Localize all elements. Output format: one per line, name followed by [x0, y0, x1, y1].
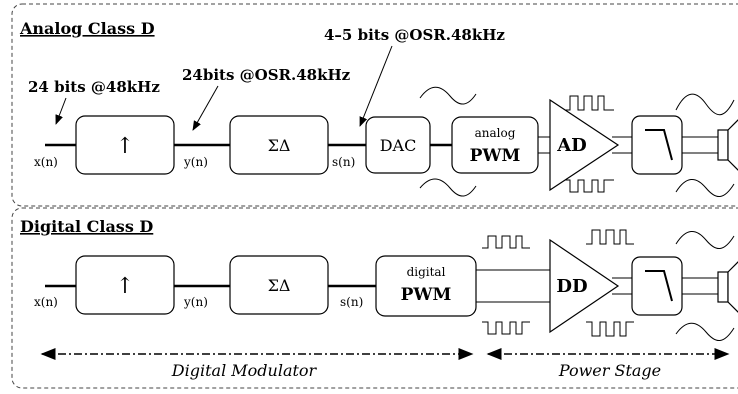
- digital-lowpass-filter: [631, 256, 683, 316]
- sine-wave-icon: [419, 86, 477, 105]
- analog-signal-y: y(n): [183, 155, 208, 169]
- note-out-pointer: [359, 45, 393, 127]
- lowpass-filter-icon: [645, 270, 673, 302]
- note-input-pointer: [55, 97, 67, 125]
- digital-signal-s: s(n): [340, 295, 363, 309]
- digital-signal-y: y(n): [183, 295, 208, 309]
- analog-sigma-delta-block: [229, 115, 329, 175]
- digital-sigma-delta-block: [229, 255, 329, 315]
- analog-section-title: Analog Class D: [19, 19, 155, 38]
- analog-pwm-label-bottom: PWM: [470, 146, 521, 166]
- ad-amplifier-label: AD: [556, 135, 587, 156]
- dac-label: DAC: [380, 136, 417, 155]
- pwm-wave-icon: [560, 95, 614, 111]
- digital-pwm-label-bottom: PWM: [401, 285, 452, 305]
- note-mid-pointer: [192, 85, 219, 131]
- digital-modulator-label: Digital Modulator: [171, 361, 318, 380]
- analog-pwm-block: [451, 116, 539, 174]
- sine-wave-icon: [675, 93, 735, 116]
- note-out-bits: 4–5 bits @OSR.48kHz: [324, 26, 505, 44]
- pwm-wave-icon: [482, 235, 530, 249]
- note-mid-bits: 24bits @OSR.48kHz: [182, 66, 351, 84]
- analog-pwm-label-top: analog: [475, 126, 516, 140]
- pwm-wave-icon: [482, 321, 530, 335]
- analog-upsampler-block: [75, 115, 175, 175]
- sine-wave-icon: [675, 179, 735, 197]
- upsampler-icon: ↑: [116, 134, 134, 159]
- note-input-bits: 24 bits @48kHz: [28, 78, 160, 96]
- analog-section-frame: [11, 3, 738, 207]
- digital-section-frame: [11, 207, 738, 389]
- pwm-wave-icon: [560, 179, 614, 193]
- analog-lowpass-filter: [631, 115, 683, 175]
- digital-pwm-block: [375, 255, 477, 317]
- dd-amplifier-label: DD: [556, 276, 587, 297]
- analog-signal-s: s(n): [332, 155, 355, 169]
- analog-speaker-icon: [717, 119, 738, 171]
- digital-section-title: Digital Class D: [20, 217, 153, 236]
- dac-block: [365, 116, 431, 174]
- ad-amplifier-block: [549, 98, 620, 192]
- dd-amplifier-block: [549, 238, 620, 334]
- analog-signal-x: x(n): [34, 155, 58, 169]
- pwm-wave-icon: [586, 321, 634, 337]
- digital-pwm-label-top: digital: [407, 265, 446, 279]
- digital-speaker-icon: [717, 261, 738, 313]
- upsampler-icon: ↑: [116, 274, 134, 299]
- analog-sigma-delta-label: ΣΔ: [268, 136, 291, 155]
- power-stage-label: Power Stage: [558, 361, 661, 380]
- digital-signal-x: x(n): [34, 295, 58, 309]
- digital-sigma-delta-label: ΣΔ: [268, 276, 291, 295]
- lowpass-filter-icon: [645, 129, 673, 161]
- sine-wave-icon: [675, 231, 735, 249]
- digital-upsampler-block: [75, 255, 175, 315]
- pwm-wave-icon: [586, 229, 634, 245]
- sine-wave-icon: [675, 322, 735, 341]
- sine-wave-icon: [419, 178, 477, 197]
